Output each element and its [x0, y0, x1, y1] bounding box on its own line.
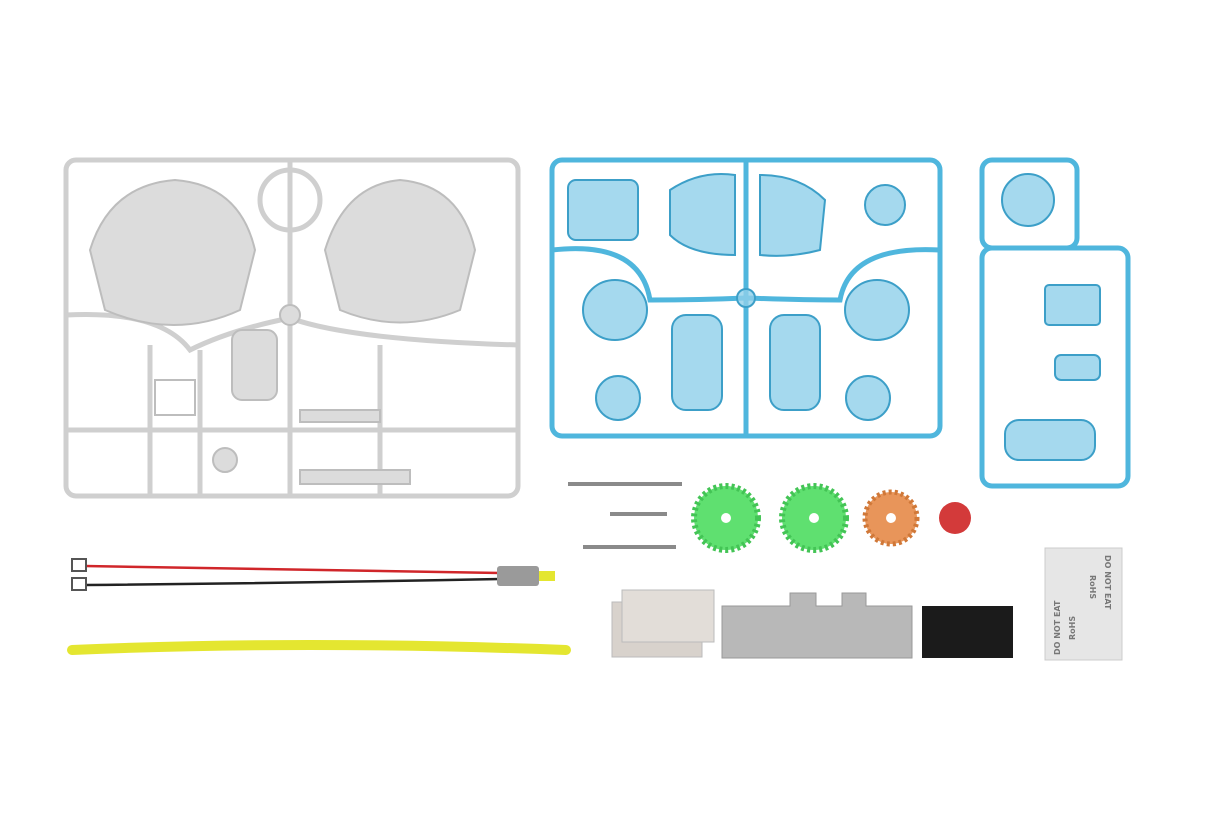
svg-text:RoHS: RoHS: [1088, 575, 1097, 599]
gear-green-1: [691, 483, 761, 553]
svg-text:DO NOT EAT: DO NOT EAT: [1103, 555, 1112, 610]
cardboard-pieces: [611, 589, 715, 658]
gear-orange: [862, 489, 920, 547]
svg-text:DO NOT EAT: DO NOT EAT: [1053, 600, 1062, 655]
gear-green-2: [779, 483, 849, 553]
motor-with-wires: [71, 558, 555, 591]
red-ball: [939, 502, 971, 534]
yellow-tube: [67, 640, 571, 655]
gray-dome-parts: [88, 178, 477, 485]
black-foam: [922, 606, 1013, 658]
metal-plates: [721, 592, 913, 659]
desiccant-packet: DO NOT EAT RoHS DO NOT EAT RoHS: [1044, 547, 1123, 661]
svg-text:RoHS: RoHS: [1068, 616, 1077, 640]
metal-rods: [568, 482, 682, 549]
blue-parts: [567, 173, 1101, 461]
